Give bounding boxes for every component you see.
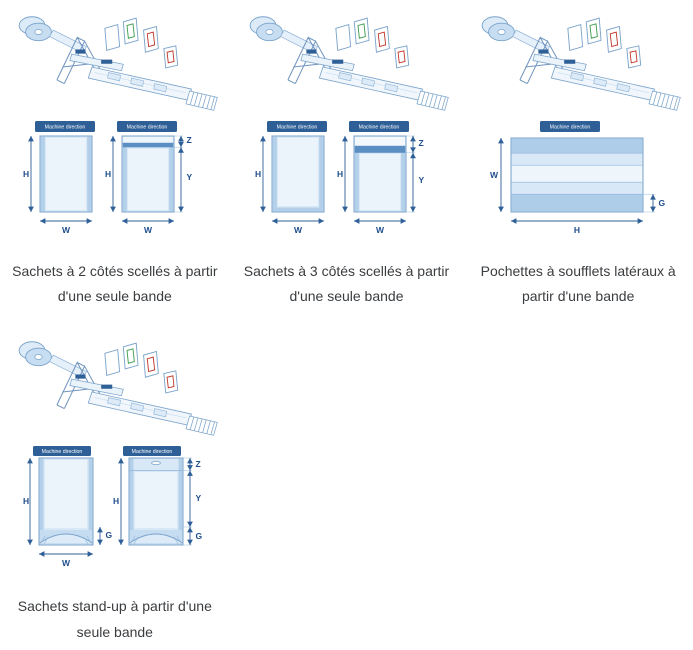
card-three-side-sealed: Machine direction H W Machine direction bbox=[238, 8, 456, 309]
machine-direction-badge bbox=[266, 121, 327, 132]
dim-label-z: Z bbox=[187, 135, 192, 145]
machine-direction-badge bbox=[540, 121, 601, 132]
dim-label-h: H bbox=[574, 225, 580, 235]
dim-label-w: W bbox=[144, 225, 153, 235]
card-two-side-sealed: Machine direction H W Machine direction bbox=[6, 8, 224, 309]
dim-label-w: W bbox=[62, 558, 71, 568]
machine-direction-label: Machine direction bbox=[359, 125, 400, 131]
dim-label-y: Y bbox=[418, 175, 424, 185]
card-caption: Sachets à 3 côtés scellés à partir d'une… bbox=[243, 263, 450, 305]
machine-direction-badge bbox=[123, 446, 182, 457]
card-caption: Sachets stand-up à partir d'une seule ba… bbox=[17, 598, 212, 640]
dim-label-y: Y bbox=[187, 172, 193, 182]
machine-direction-badge bbox=[348, 121, 409, 132]
dim-label-w: W bbox=[294, 225, 303, 235]
diagram-three-side-sealed: Machine direction H W Machine direction bbox=[255, 121, 424, 235]
machine-illustration bbox=[9, 333, 221, 439]
pouch-back-view: Machine direction H Z Y W bbox=[105, 121, 193, 235]
pouch-front-view: Machine direction H W bbox=[255, 121, 327, 235]
machine-direction-badge bbox=[35, 121, 96, 132]
dim-label-z: Z bbox=[418, 138, 423, 148]
gusset-pouch-view: Machine direction W G bbox=[490, 121, 666, 235]
machine-illustration bbox=[9, 8, 221, 114]
pouch-back-view: Machine direction H Z Y W bbox=[337, 121, 424, 235]
machine-direction-label: Machine direction bbox=[550, 125, 591, 131]
machine-direction-label: Machine direction bbox=[277, 125, 318, 131]
pouch-front-view: Machine direction H W bbox=[23, 121, 96, 235]
dim-label-y: Y bbox=[196, 493, 202, 503]
dim-label-h: H bbox=[337, 169, 343, 179]
dim-label-w: W bbox=[62, 225, 71, 235]
machine-direction-badge bbox=[33, 446, 92, 457]
card-stand-up: Machine direction H G W bbox=[6, 333, 224, 644]
card-side-gusset: Machine direction W G bbox=[469, 8, 687, 309]
diagram-stand-up: Machine direction H G W bbox=[23, 446, 203, 568]
standup-back-view: Machine direction H bbox=[113, 446, 203, 546]
card-caption: Pochettes à soufflets latéraux à partir … bbox=[480, 263, 676, 305]
machine-direction-badge bbox=[117, 121, 178, 132]
machine-direction-label: Machine direction bbox=[127, 125, 168, 131]
dim-label-w: W bbox=[490, 170, 499, 180]
diagram-two-side-sealed: Machine direction H W Machine direction bbox=[23, 121, 193, 235]
dim-label-h: H bbox=[255, 169, 261, 179]
machine-direction-label: Machine direction bbox=[132, 449, 173, 455]
machine-direction-label: Machine direction bbox=[45, 125, 86, 131]
dim-label-g: G bbox=[106, 530, 113, 540]
machine-illustration bbox=[240, 8, 452, 114]
machine-direction-label: Machine direction bbox=[42, 449, 83, 455]
machine-illustration bbox=[472, 8, 684, 114]
dim-label-h: H bbox=[23, 169, 29, 179]
dim-label-w: W bbox=[376, 225, 385, 235]
dim-label-h: H bbox=[23, 496, 29, 506]
dim-label-h: H bbox=[105, 169, 111, 179]
hang-slot bbox=[151, 461, 162, 466]
dim-label-z: Z bbox=[196, 459, 201, 469]
diagram-side-gusset: Machine direction W G bbox=[490, 121, 666, 235]
dim-label-g: G bbox=[196, 531, 203, 541]
dim-label-g: G bbox=[659, 198, 666, 208]
standup-front-view: Machine direction H G W bbox=[23, 446, 113, 568]
card-caption: Sachets à 2 côtés scellés à partir d'une… bbox=[12, 263, 218, 305]
dim-label-h: H bbox=[113, 496, 119, 506]
